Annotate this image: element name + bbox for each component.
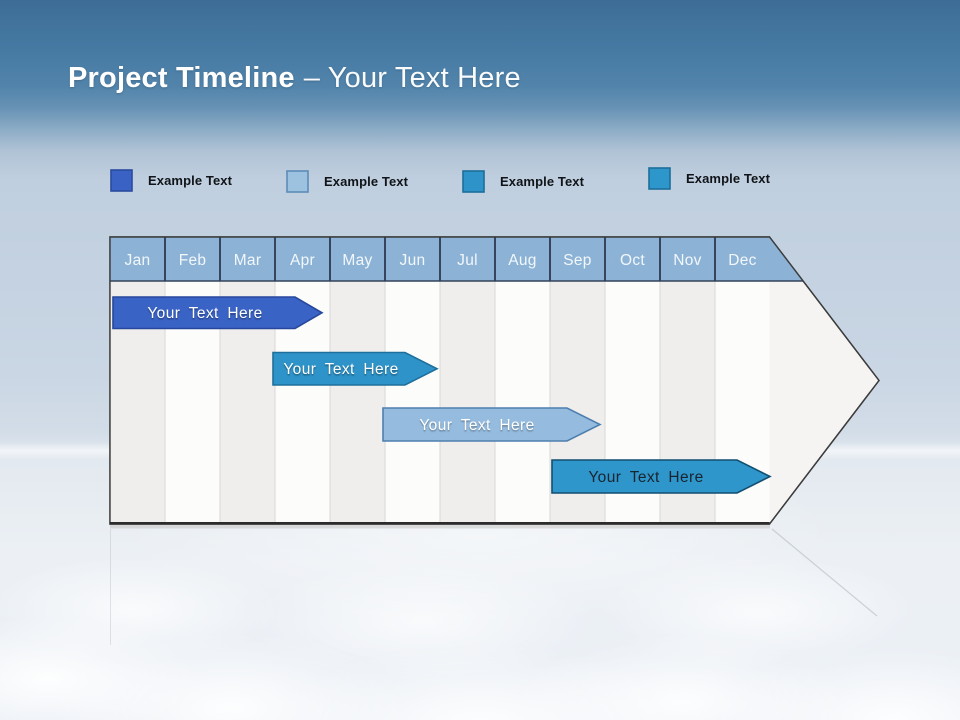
task-bar-1: Your Text Here <box>112 296 324 330</box>
legend-swatch-icon <box>462 169 485 193</box>
month-header: Jan Feb Mar Apr May Jun Jul Aug Sep Oct … <box>110 237 803 282</box>
slide-title-suffix: – Your Text Here <box>303 62 521 94</box>
timeline-arrow-outline <box>109 236 880 525</box>
task-bar-3: Your Text Here <box>382 407 602 442</box>
month-label-may: May <box>342 252 372 269</box>
month-label-jan: Jan <box>125 252 151 269</box>
slide-title-main: Project Timeline <box>68 62 295 94</box>
month-label-apr: Apr <box>290 252 315 269</box>
task-bars: Your Text Here Your Text Here Your Text … <box>112 296 772 494</box>
month-columns <box>110 281 770 523</box>
legend-item-1: Example Text <box>110 168 233 192</box>
chart-reflection <box>110 525 878 645</box>
month-label-jul: Jul <box>457 252 478 269</box>
legend-item-2: Example Text <box>286 169 409 193</box>
slide-title: Project Timeline– Your Text Here <box>68 62 521 95</box>
legend-swatch-icon <box>110 168 133 192</box>
legend-label: Example Text <box>324 173 409 189</box>
month-label-nov: Nov <box>673 252 701 269</box>
month-header-separators <box>164 237 716 281</box>
task-bar-label: Your Text Here <box>588 469 703 486</box>
task-bar-2: Your Text Here <box>272 351 439 386</box>
month-label-dec: Dec <box>728 252 756 269</box>
legend-swatch-icon <box>648 166 671 190</box>
legend-label: Example Text <box>148 172 233 188</box>
month-label-oct: Oct <box>620 252 645 269</box>
task-bar-label: Your Text Here <box>147 305 262 322</box>
legend-item-3: Example Text <box>462 169 585 193</box>
month-label-mar: Mar <box>234 252 262 269</box>
legend-item-4: Example Text <box>648 166 771 190</box>
legend-label: Example Text <box>500 173 585 189</box>
task-bar-4: Your Text Here <box>551 459 772 494</box>
month-label-sep: Sep <box>563 252 591 269</box>
month-label-feb: Feb <box>179 252 207 269</box>
legend-label: Example Text <box>686 170 771 186</box>
month-labels: Jan Feb Mar Apr May Jun Jul Aug Sep Oct … <box>125 252 757 269</box>
legend-swatch-icon <box>286 169 309 193</box>
task-bar-label: Your Text Here <box>283 361 398 378</box>
task-bar-label: Your Text Here <box>419 417 534 434</box>
month-label-jun: Jun <box>400 252 426 269</box>
month-label-aug: Aug <box>508 252 536 269</box>
